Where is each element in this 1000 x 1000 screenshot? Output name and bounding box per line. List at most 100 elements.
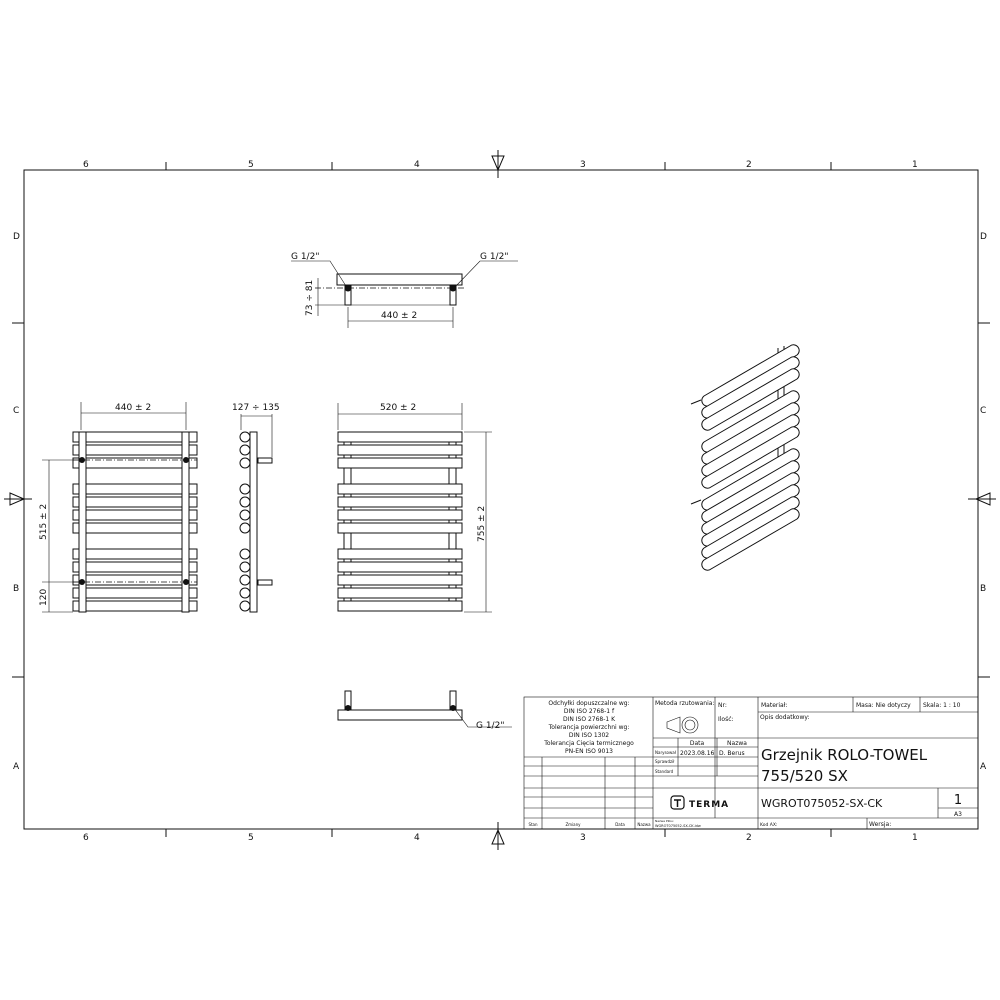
- rail-tube-end: [239, 548, 251, 560]
- collector-right: [181, 431, 190, 613]
- rail-bar: [72, 457, 198, 469]
- sheet-number: 1: [954, 793, 962, 808]
- svg-text:PN-EN ISO 9013: PN-EN ISO 9013: [565, 748, 613, 755]
- zone-markers: [4, 150, 996, 850]
- rail-tube-end: [239, 483, 251, 495]
- collector-segment: [343, 571, 352, 576]
- depth-dimension: 73 ÷ 81: [305, 280, 315, 316]
- svg-text:B: B: [13, 584, 19, 594]
- title-block-text: Odchyłki dopuszczalne wg: DIN ISO 2768-1…: [528, 700, 962, 828]
- rail-tube-end: [239, 509, 251, 521]
- svg-text:1: 1: [912, 160, 918, 170]
- collector-segment: [343, 506, 352, 511]
- svg-text:4: 4: [414, 833, 420, 843]
- side-depth-dimension: 127 ÷ 135: [232, 403, 280, 413]
- svg-text:Masa: Nie dotyczy: Masa: Nie dotyczy: [856, 702, 911, 709]
- rail-bar: [337, 496, 463, 508]
- svg-text:2023.08.16: 2023.08.16: [680, 750, 715, 757]
- iso-rail-tube: [701, 414, 800, 477]
- svg-text:Data: Data: [615, 822, 625, 827]
- iso-rail-tube: [701, 390, 800, 453]
- rail-bar: [337, 457, 463, 469]
- rail-bar: [337, 600, 463, 612]
- svg-text:D: D: [13, 232, 20, 242]
- svg-text:Data: Data: [690, 740, 705, 747]
- collector-segment: [448, 597, 457, 602]
- svg-text:DIN ISO 2768-1 f: DIN ISO 2768-1 f: [564, 708, 615, 715]
- svg-text:A: A: [13, 762, 20, 772]
- rail-bar: [72, 574, 198, 586]
- collector-segment: [448, 519, 457, 524]
- rail-bar: [72, 561, 198, 573]
- svg-text:Standard: Standard: [655, 769, 674, 774]
- isometric-view: [690, 344, 800, 571]
- collector-segment: [448, 467, 457, 485]
- bottom-connection-label: G 1/2": [476, 721, 504, 731]
- svg-text:1: 1: [912, 833, 918, 843]
- rail-bar: [72, 431, 198, 443]
- iso-rail-tube: [701, 484, 800, 547]
- collector-segment: [343, 493, 352, 498]
- svg-text:A3: A3: [954, 811, 962, 818]
- iso-rail-tube: [701, 460, 800, 523]
- spacing-dimension: 440 ± 2: [381, 311, 417, 321]
- iso-valve: [690, 399, 702, 505]
- svg-text:Skala: 1 : 10: Skala: 1 : 10: [923, 702, 961, 709]
- rail-tube-end: [239, 574, 251, 586]
- rail-tube-end: [239, 587, 251, 599]
- svg-text:Nr:: Nr:: [718, 702, 727, 709]
- svg-text:DIN ISO 1302: DIN ISO 1302: [569, 732, 609, 739]
- rail-bar: [72, 483, 198, 495]
- svg-text:5: 5: [248, 160, 254, 170]
- collector-segment: [343, 441, 352, 446]
- rail-tube-end: [239, 496, 251, 508]
- collector-segment: [343, 558, 352, 563]
- iso-rail-tube: [701, 448, 800, 511]
- svg-text:Stan: Stan: [528, 822, 538, 827]
- drawing-code: WGROT075052-SX-CK: [761, 797, 883, 810]
- rail-bar: [72, 496, 198, 508]
- collector-segment: [448, 558, 457, 563]
- front-view-dimensions: 520 ± 2 755 ± 2: [337, 403, 492, 613]
- collector-segment: [448, 532, 457, 550]
- height-dimension: 755 ± 2: [477, 506, 487, 542]
- collector-segment: [448, 454, 457, 459]
- svg-text:3: 3: [580, 160, 586, 170]
- rail-bar: [337, 444, 463, 456]
- iso-rail-tube: [701, 368, 800, 431]
- rear-view: [72, 431, 198, 613]
- bottom-view: G 1/2": [337, 690, 512, 731]
- svg-text:5: 5: [248, 833, 254, 843]
- collector-left: [78, 431, 87, 613]
- collector-segment: [448, 441, 457, 446]
- side-view: 127 ÷ 135: [232, 403, 280, 613]
- svg-text:A: A: [980, 762, 987, 772]
- drawing-subtitle: 755/520 SX: [761, 767, 848, 785]
- collector-segment: [343, 597, 352, 602]
- bottom-dimension: 120: [39, 589, 49, 606]
- svg-text:Nazwa: Nazwa: [727, 740, 747, 747]
- iso-rail-tube: [701, 508, 800, 571]
- rail-tube-end: [239, 457, 251, 469]
- svg-text:3: 3: [580, 833, 586, 843]
- connection-point: [79, 579, 85, 585]
- svg-text:Materiał:: Materiał:: [761, 702, 787, 709]
- iso-rail-tube: [701, 344, 800, 407]
- svg-text:Odchyłki dopuszczalne wg:: Odchyłki dopuszczalne wg:: [548, 700, 629, 707]
- svg-text:WGROT075052-SX-CK.idw: WGROT075052-SX-CK.idw: [655, 824, 701, 828]
- title-block: [523, 696, 979, 830]
- rail-tube-end: [239, 600, 251, 612]
- rail-bar: [72, 587, 198, 599]
- svg-text:Wersja:: Wersja:: [869, 821, 891, 828]
- iso-rail-tube: [701, 472, 800, 535]
- svg-text:Tolerancja powierzchni wg:: Tolerancja powierzchni wg:: [548, 724, 630, 731]
- axis-dimension: 515 ± 2: [39, 504, 49, 540]
- svg-text:Opis dodatkowy:: Opis dodatkowy:: [760, 714, 810, 721]
- svg-text:B: B: [980, 584, 986, 594]
- svg-text:6: 6: [83, 833, 89, 843]
- iso-rail-tube: [701, 402, 800, 465]
- rail-bar: [337, 587, 463, 599]
- svg-text:Sprawdził: Sprawdził: [655, 759, 675, 764]
- rail-bar: [72, 600, 198, 612]
